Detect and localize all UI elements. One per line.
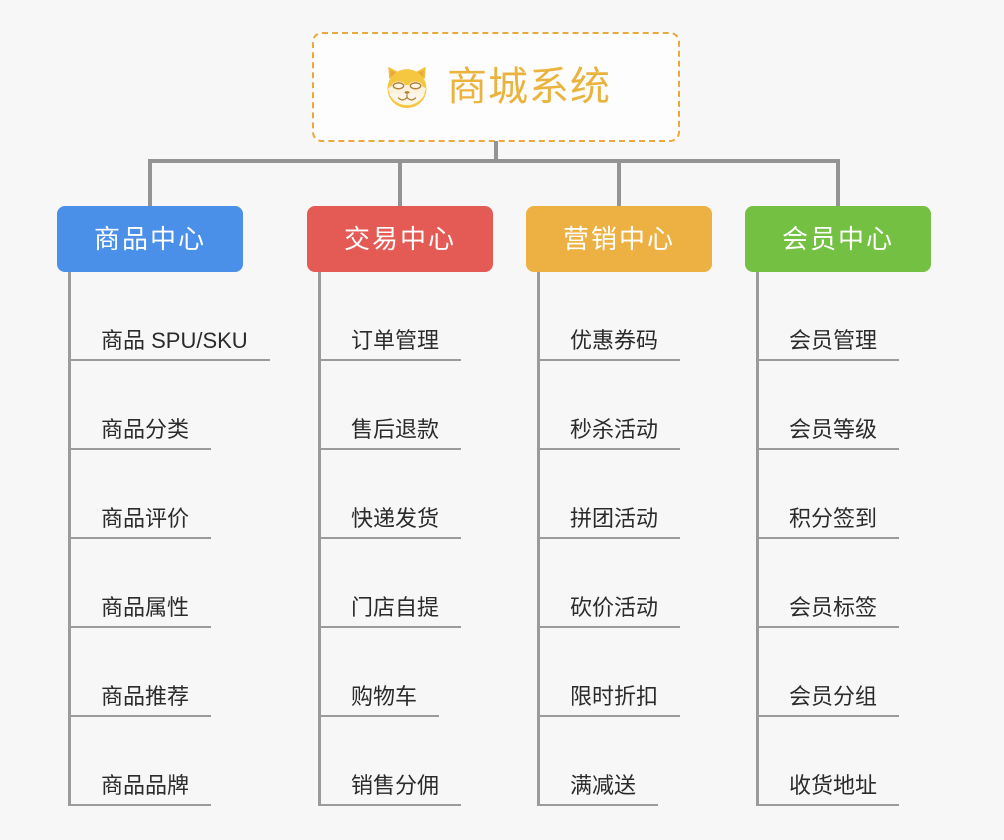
- leaf-item[interactable]: 会员标签: [745, 539, 937, 628]
- leaf-label: 商品评价: [101, 505, 190, 531]
- leaf-label: 快递发货: [351, 505, 440, 531]
- leaf-item[interactable]: 拼团活动: [526, 450, 718, 539]
- leaf-item[interactable]: 满减送: [526, 717, 718, 806]
- leaf-label: 商品分类: [101, 416, 190, 442]
- leaf-label: 会员标签: [789, 594, 878, 620]
- category-label: 商品中心: [93, 224, 206, 254]
- leaf-label: 商品品牌: [101, 772, 190, 798]
- shiba-dog-icon: [387, 66, 427, 109]
- branch-column-member-center: 会员中心 会员管理 会员等级 积分签到 会员标签 会员分组 收货地址: [745, 206, 937, 806]
- leaf-trunk-line: [318, 272, 321, 806]
- leaf-item[interactable]: 快递发货: [307, 450, 499, 539]
- leaf-item[interactable]: 砍价活动: [526, 539, 718, 628]
- leaf-item[interactable]: 限时折扣: [526, 628, 718, 717]
- category-box-marketing-center[interactable]: 营销中心: [526, 206, 712, 272]
- leaf-item[interactable]: 商品评价: [57, 450, 249, 539]
- branch-column-trade-center: 交易中心 订单管理 售后退款 快递发货 门店自提 购物车 销售分佣: [307, 206, 499, 806]
- connector-horizontal-bar: [148, 159, 840, 163]
- branch-column-product-center: 商品中心 商品 SPU/SKU 商品分类 商品评价 商品属性 商品推荐 商品品牌: [57, 206, 270, 806]
- leaf-item[interactable]: 商品 SPU/SKU: [57, 272, 270, 361]
- leaf-label: 积分签到: [789, 505, 878, 531]
- leaf-label: 销售分佣: [351, 772, 440, 798]
- leaf-item[interactable]: 订单管理: [307, 272, 499, 361]
- leaf-trunk-line: [537, 272, 540, 806]
- leaf-item[interactable]: 门店自提: [307, 539, 499, 628]
- leaf-label: 售后退款: [351, 416, 440, 442]
- leaf-item[interactable]: 优惠券码: [526, 272, 718, 361]
- category-box-product-center[interactable]: 商品中心: [57, 206, 243, 272]
- connector-drop-2: [398, 161, 402, 207]
- category-box-trade-center[interactable]: 交易中心: [307, 206, 493, 272]
- leaf-item[interactable]: 会员分组: [745, 628, 937, 717]
- connector-drop-4: [836, 161, 840, 207]
- leaf-list-trade-center: 订单管理 售后退款 快递发货 门店自提 购物车 销售分佣: [307, 272, 499, 806]
- leaf-item[interactable]: 商品品牌: [57, 717, 249, 806]
- leaf-label: 商品推荐: [101, 683, 190, 709]
- leaf-label: 优惠券码: [570, 327, 659, 353]
- leaf-label: 拼团活动: [570, 505, 659, 531]
- leaf-item[interactable]: 商品属性: [57, 539, 249, 628]
- leaf-label: 订单管理: [351, 327, 440, 353]
- category-label: 会员中心: [781, 224, 894, 254]
- connector-drop-3: [617, 161, 621, 207]
- leaf-label: 砍价活动: [570, 594, 659, 620]
- leaf-trunk-line: [756, 272, 759, 806]
- root-node[interactable]: 商城系统: [312, 32, 680, 142]
- category-label: 交易中心: [343, 224, 456, 254]
- leaf-item[interactable]: 会员等级: [745, 361, 937, 450]
- leaf-item[interactable]: 商品分类: [57, 361, 249, 450]
- leaf-label: 门店自提: [351, 594, 440, 620]
- leaf-label: 秒杀活动: [570, 416, 659, 442]
- leaf-label: 收货地址: [789, 772, 878, 798]
- category-box-member-center[interactable]: 会员中心: [745, 206, 931, 272]
- leaf-item[interactable]: 积分签到: [745, 450, 937, 539]
- category-label: 营销中心: [562, 224, 675, 254]
- leaf-trunk-line: [68, 272, 71, 806]
- leaf-label: 商品属性: [101, 594, 190, 620]
- leaf-label: 商品 SPU/SKU: [101, 327, 248, 353]
- leaf-item[interactable]: 会员管理: [745, 272, 937, 361]
- leaf-item[interactable]: 收货地址: [745, 717, 937, 806]
- leaf-label: 会员等级: [789, 416, 878, 442]
- leaf-list-member-center: 会员管理 会员等级 积分签到 会员标签 会员分组 收货地址: [745, 272, 937, 806]
- connector-root-stem: [494, 141, 498, 161]
- leaf-label: 限时折扣: [570, 683, 659, 709]
- leaf-item[interactable]: 销售分佣: [307, 717, 499, 806]
- leaf-label: 满减送: [570, 772, 637, 798]
- leaf-list-product-center: 商品 SPU/SKU 商品分类 商品评价 商品属性 商品推荐 商品品牌: [57, 272, 270, 806]
- leaf-item[interactable]: 购物车: [307, 628, 499, 717]
- root-title: 商城系统: [447, 65, 611, 109]
- leaf-item[interactable]: 秒杀活动: [526, 361, 718, 450]
- connector-drop-1: [148, 161, 152, 207]
- leaf-label: 购物车: [351, 683, 418, 709]
- branch-column-marketing-center: 营销中心 优惠券码 秒杀活动 拼团活动 砍价活动 限时折扣 满减送: [526, 206, 718, 806]
- leaf-item[interactable]: 商品推荐: [57, 628, 249, 717]
- leaf-list-marketing-center: 优惠券码 秒杀活动 拼团活动 砍价活动 限时折扣 满减送: [526, 272, 718, 806]
- leaf-label: 会员管理: [789, 327, 878, 353]
- leaf-label: 会员分组: [789, 683, 878, 709]
- leaf-item[interactable]: 售后退款: [307, 361, 499, 450]
